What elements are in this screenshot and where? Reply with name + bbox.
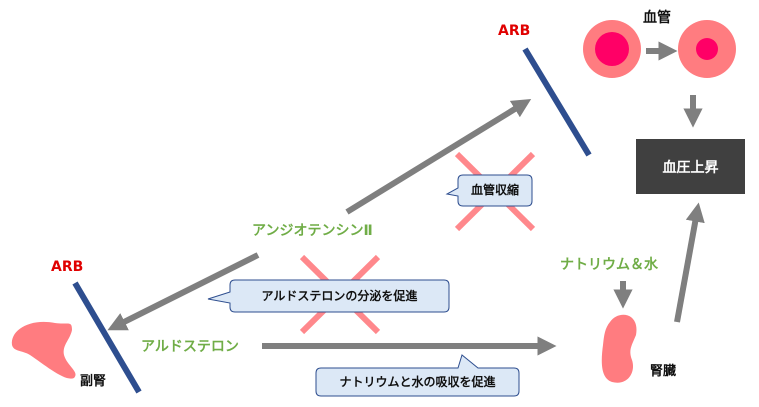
arb-label-left: ARB — [51, 259, 84, 275]
bp-rise-label: 血圧上昇 — [662, 159, 719, 176]
sodium-water-label: ナトリウム＆水 — [560, 257, 658, 273]
adrenal-label: 副腎 — [80, 374, 107, 389]
angiotensin-label: アンジオテンシンⅡ — [252, 223, 373, 239]
vessel-label: 血管 — [643, 10, 671, 26]
callout-sodium-absorption-text: ナトリウムと水の吸収を促進 — [339, 375, 496, 389]
vessel-normal-icon — [583, 20, 641, 78]
arrow-angiotensin-to-vessel — [345, 98, 532, 215]
kidney-label: 腎臓 — [650, 364, 677, 379]
vessel-constricted-icon — [678, 20, 736, 78]
callout-vasoconstriction-text: 血管収縮 — [470, 183, 519, 197]
callout-aldosterone-secretion-text: アルドステロンの分泌を促進 — [261, 289, 418, 303]
arb-blocker-bar-top — [522, 47, 592, 157]
callout-aldosterone-secretion — [207, 279, 450, 313]
callout-vasoconstriction — [445, 174, 533, 207]
bp-rise-box — [636, 139, 745, 194]
arrow-kidney-to-bp — [674, 202, 705, 323]
arb-blocker-bar-left — [72, 281, 142, 394]
arb-label-top: ARB — [498, 23, 531, 39]
callout-sodium-absorption — [315, 354, 520, 397]
arrow-angiotensin-to-adrenal — [107, 252, 260, 331]
aldosterone-label: アルドステロン — [141, 339, 239, 355]
kidney-icon — [601, 314, 637, 383]
adrenal-gland-icon — [11, 321, 76, 379]
